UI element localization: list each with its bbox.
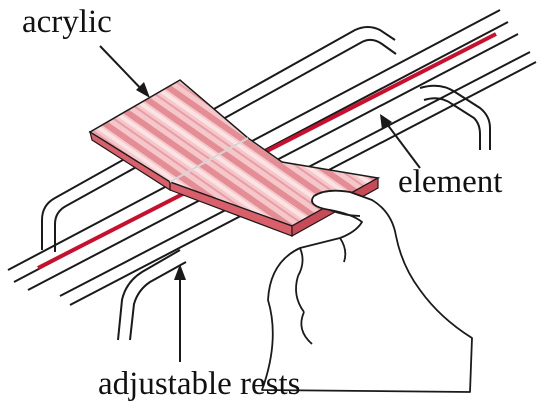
- arrow-acrylic: [100, 46, 150, 98]
- arrow-adjustable-rests: [174, 264, 186, 362]
- adjustable-rests-label: adjustable rests: [98, 368, 301, 401]
- element-label: element: [398, 166, 502, 199]
- adjustable-rest-front: [118, 250, 186, 340]
- acrylic-label: acrylic: [22, 6, 112, 39]
